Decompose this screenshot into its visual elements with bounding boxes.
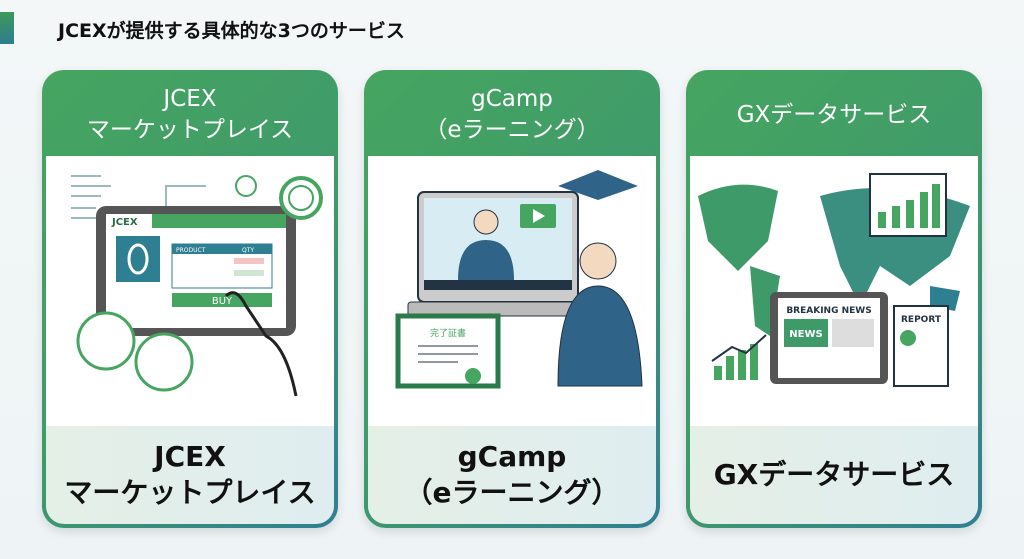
card-footer: GXデータサービス (690, 426, 978, 524)
report-label: REPORT (901, 315, 942, 325)
column-header: QTY (242, 247, 254, 254)
card-header: JCEX マーケットプレイス (46, 74, 334, 156)
gx-data-illustration: BREAKING NEWS NEWS REPORT (690, 156, 978, 426)
service-card-gx-data[interactable]: GXデータサービス BREAKING NEWS NEWS REPORT GXデー… (686, 70, 982, 528)
card-header-line: マーケットプレイス (86, 117, 294, 143)
column-header: PRODUCT (176, 247, 206, 254)
card-footer-line: マーケットプレイス (64, 476, 316, 509)
breaking-news-label: BREAKING NEWS (786, 306, 871, 316)
page-title: JCEXが提供する具体的な3つのサービス (58, 20, 405, 42)
certificate-icon (395, 313, 501, 389)
wind-turbine-icon (76, 311, 136, 371)
service-card-gcamp[interactable]: gCamp （eラーニング） 完了証書 gCamp （eラーニング） (364, 70, 660, 528)
report-icon (893, 305, 949, 387)
co2-icon (235, 175, 257, 197)
card-header: GXデータサービス (690, 74, 978, 156)
leaf-icon (116, 236, 160, 282)
card-header-line: JCEX (163, 86, 217, 112)
title-accent-bar (0, 12, 14, 44)
graduation-cap-icon (558, 170, 638, 200)
card-header-line: gCamp (471, 86, 553, 112)
card-footer: JCEX マーケットプレイス (46, 426, 334, 524)
card-header-line: （eラーニング） (424, 117, 600, 143)
card-header-line: GXデータサービス (736, 101, 932, 128)
certificate-label: 完了証書 (430, 327, 466, 339)
service-card-jcex-marketplace[interactable]: JCEX マーケットプレイス JCEX PRODUCT QTY BUY JCEX… (42, 70, 338, 528)
carbon-down-icon (134, 332, 194, 392)
card-header: gCamp （eラーニング） (368, 74, 656, 156)
news-label: NEWS (789, 329, 822, 340)
hand-icon (224, 291, 298, 397)
card-footer-line: JCEX (154, 440, 226, 473)
card-footer-line: GXデータサービス (713, 458, 955, 491)
card-footer-line: gCamp (457, 440, 567, 473)
jcex-logo: JCEX (111, 217, 138, 228)
buy-button (172, 293, 272, 307)
growth-chart-icon (714, 344, 758, 380)
buy-label: BUY (212, 296, 233, 307)
card-footer: gCamp （eラーニング） (368, 426, 656, 524)
elearning-illustration: 完了証書 (368, 156, 656, 426)
marketplace-illustration: JCEX PRODUCT QTY BUY (46, 156, 334, 426)
card-footer-line: （eラーニング） (404, 476, 620, 509)
globe-icon (279, 176, 323, 220)
